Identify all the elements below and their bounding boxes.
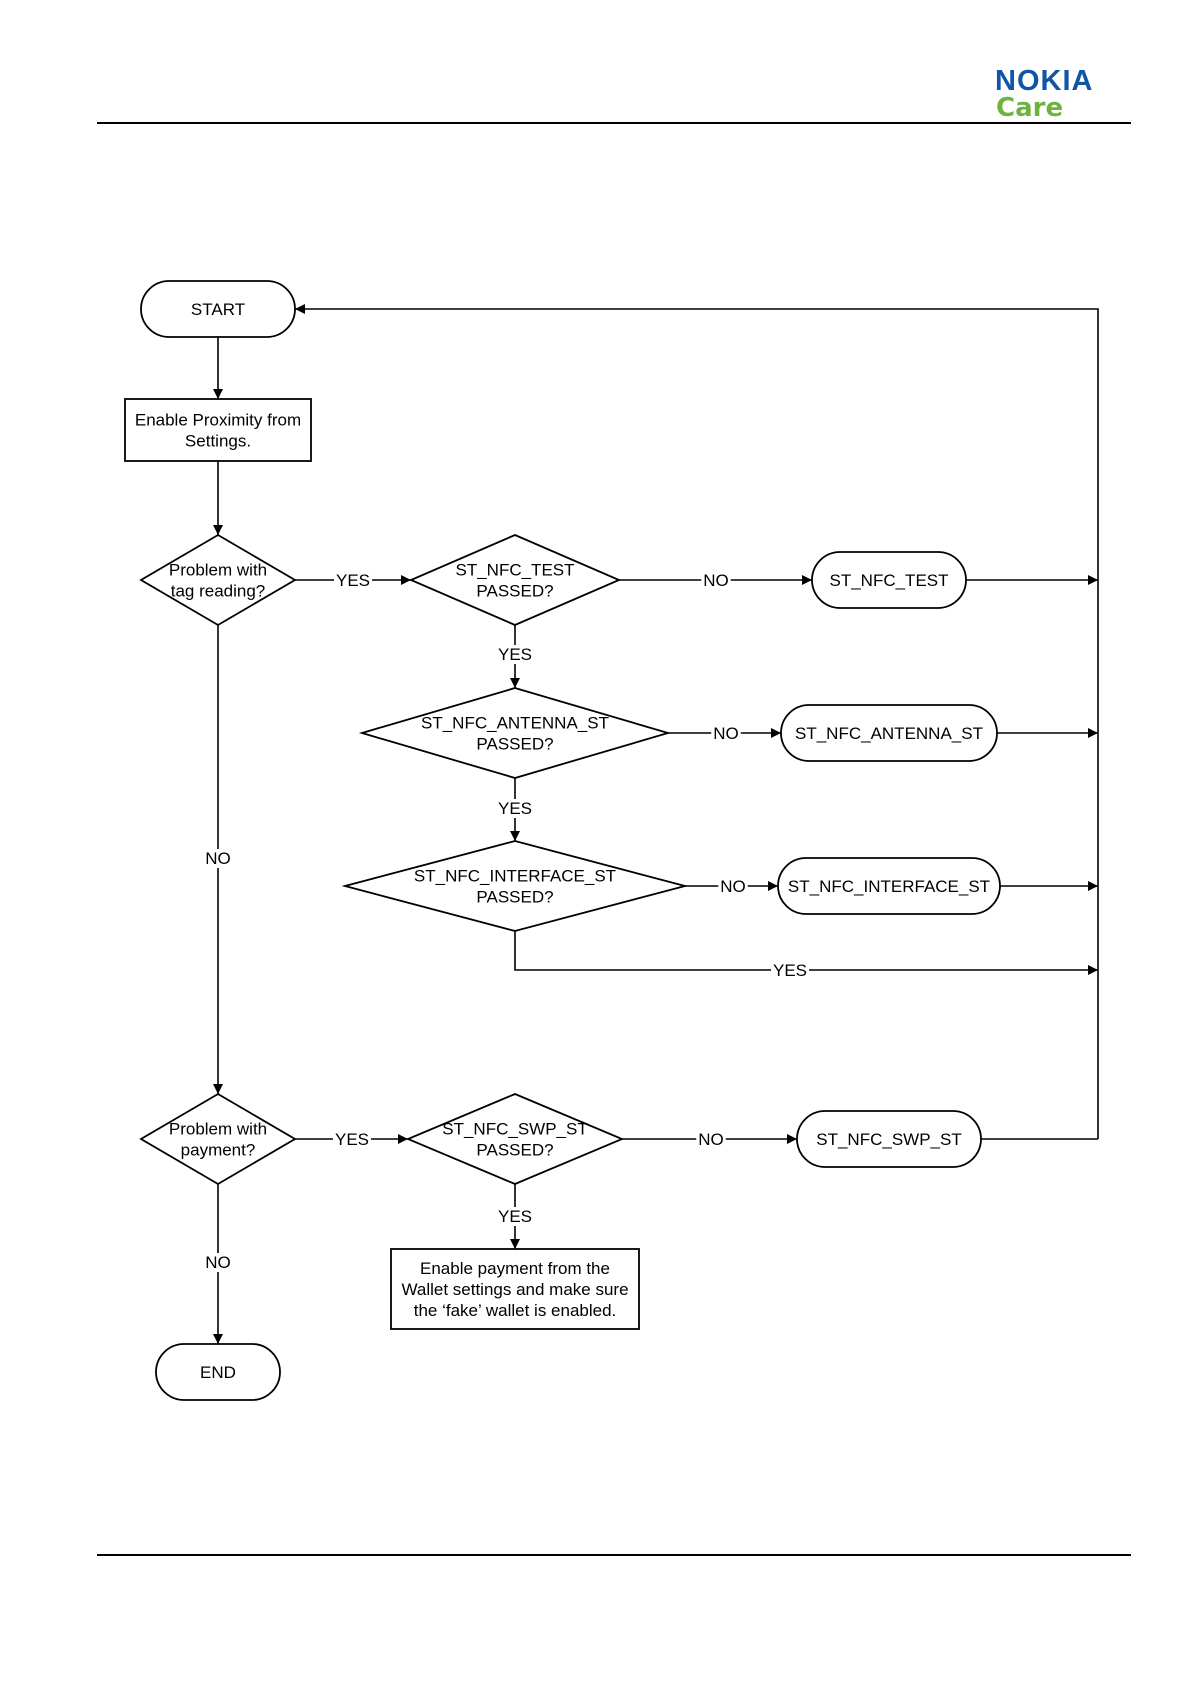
edge-labels: NO NO YES NO YES NO YES NO YES YES NO YES [203, 571, 810, 1272]
start-line: START [191, 300, 245, 319]
header-rule [97, 122, 1131, 124]
label-swp-no: NO [698, 1130, 724, 1149]
label-qtag-yes: YES [336, 571, 370, 590]
label-test-no: NO [703, 571, 729, 590]
node-end: END [155, 1343, 281, 1401]
node-q-interface: ST_NFC_INTERFACE_ST PASSED? [341, 840, 689, 932]
enable-proximity-line: Settings. [185, 432, 251, 451]
nokia-care-logo: NOKIA Care [995, 66, 1135, 126]
logo-brand: NOKIA [995, 65, 1094, 97]
terminal-shape [780, 704, 998, 762]
edge-label-bg [495, 645, 535, 664]
decision-shape [139, 1092, 297, 1186]
label-antenna-no: NO [713, 724, 739, 743]
terminal-shape [140, 280, 296, 338]
decision-shape [139, 533, 297, 627]
q-antenna-line: ST_NFC_ANTENNA_ST [421, 714, 609, 733]
q-interface-line: PASSED? [476, 888, 553, 907]
q-payment-line: payment? [181, 1141, 256, 1160]
end-line: END [200, 1363, 236, 1382]
q-nfc-test-line: PASSED? [476, 582, 553, 601]
enable-proximity-line: Enable Proximity from [135, 411, 301, 430]
edge-label-bg [203, 849, 233, 868]
node-r-antenna: ST_NFC_ANTENNA_ST [780, 704, 998, 762]
q-payment-line: Problem with [169, 1120, 267, 1139]
edge-label-bg [718, 877, 748, 896]
edge-interface-yes [514, 931, 1098, 975]
node-r-swp: ST_NFC_SWP_ST [796, 1110, 982, 1168]
edge-label-bg [495, 1207, 535, 1226]
enable-payment-line: the ‘fake’ wallet is enabled. [414, 1301, 617, 1320]
r-nfc-test-line: ST_NFC_TEST [829, 571, 948, 590]
q-tag-line: Problem with [169, 561, 267, 580]
terminal-shape [796, 1110, 982, 1168]
logo-sub: Care [996, 93, 1064, 123]
node-q-swp: ST_NFC_SWP_ST PASSED? [405, 1093, 625, 1185]
process-shape [124, 398, 312, 462]
r-swp-line: ST_NFC_SWP_ST [816, 1130, 961, 1149]
q-antenna-line: PASSED? [476, 735, 553, 754]
label-qpay-no: NO [205, 1253, 231, 1272]
footer-rule [97, 1554, 1131, 1556]
label-interface-no: NO [720, 877, 746, 896]
node-q-nfc-test: ST_NFC_TEST PASSED? [408, 534, 622, 626]
r-interface-line: ST_NFC_INTERFACE_ST [788, 877, 990, 896]
label-antenna-yes: YES [498, 799, 532, 818]
edge-label-bg [696, 1130, 726, 1149]
node-q-antenna: ST_NFC_ANTENNA_ST PASSED? [358, 687, 672, 779]
q-swp-line: PASSED? [476, 1141, 553, 1160]
enable-payment-line: Enable payment from the [420, 1259, 610, 1278]
terminal-shape [777, 857, 1001, 915]
q-swp-line: ST_NFC_SWP_ST [442, 1120, 587, 1139]
edge-label-bg [770, 961, 810, 980]
q-interface-line: ST_NFC_INTERFACE_ST [414, 867, 616, 886]
node-r-interface: ST_NFC_INTERFACE_ST [777, 857, 1001, 915]
decision-shape [405, 1093, 625, 1185]
node-q-payment: Problem with payment? [139, 1092, 297, 1186]
process-shape [390, 1248, 640, 1330]
label-swp-yes: YES [498, 1207, 532, 1226]
r-antenna-line: ST_NFC_ANTENNA_ST [795, 724, 983, 743]
decision-shape [408, 534, 622, 626]
label-qpay-yes: YES [335, 1130, 369, 1149]
node-start: START [140, 280, 296, 338]
enable-payment-line: Wallet settings and make sure [401, 1280, 628, 1299]
label-test-yes: YES [498, 645, 532, 664]
q-nfc-test-line: ST_NFC_TEST [455, 561, 574, 580]
edge-label-bg [701, 571, 731, 590]
q-tag-line: tag reading? [171, 582, 266, 601]
edge-label-bg [203, 1253, 233, 1272]
edge-label-bg [332, 1130, 372, 1149]
edge-label-bg [495, 799, 535, 818]
edge-return-start [295, 304, 1099, 1139]
label-qtag-no: NO [205, 849, 231, 868]
node-r-nfc-test: ST_NFC_TEST [811, 551, 967, 609]
edges [213, 304, 1099, 1344]
decision-shape [341, 840, 689, 932]
decision-shape [358, 687, 672, 779]
label-interface-yes: YES [773, 961, 807, 980]
edge-label-bg [711, 724, 741, 743]
terminal-shape [155, 1343, 281, 1401]
terminal-shape [811, 551, 967, 609]
node-q-tag: Problem with tag reading? [139, 533, 297, 627]
edge-label-bg [333, 571, 373, 590]
